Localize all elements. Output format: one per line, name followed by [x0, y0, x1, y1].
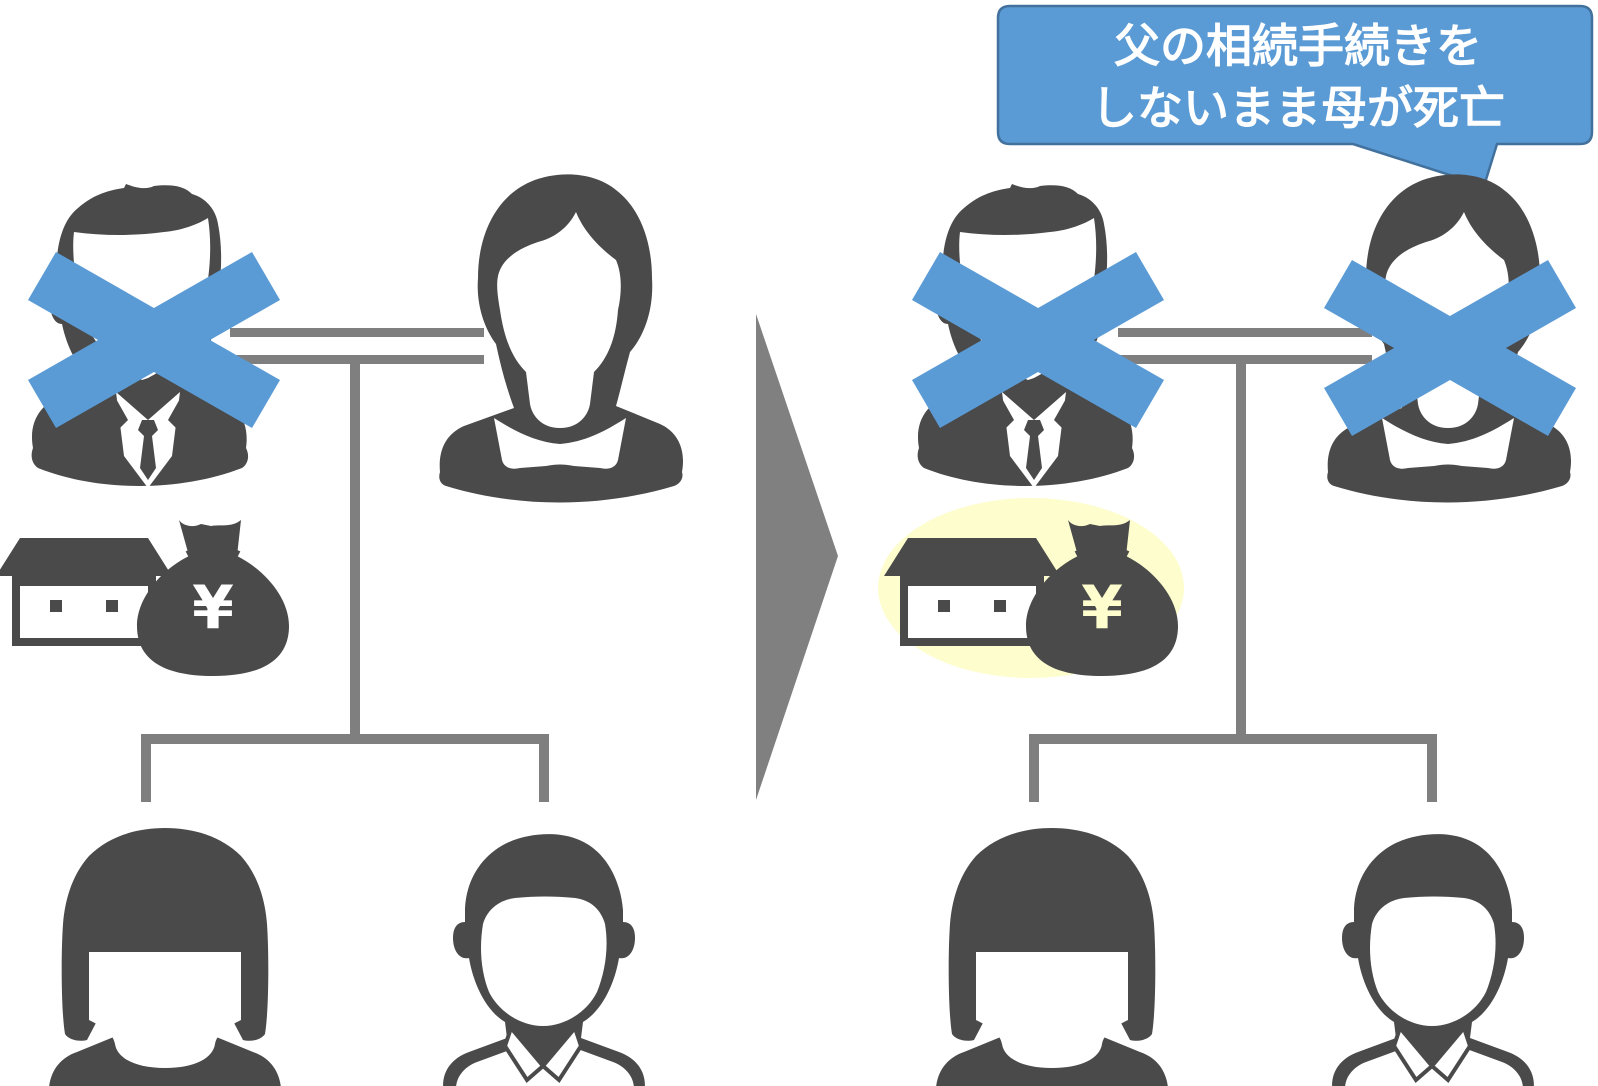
- mother-icon: [439, 174, 684, 503]
- scene-after: ¥: [878, 174, 1576, 1086]
- marriage-line: [230, 355, 484, 364]
- scene-before: ¥: [0, 174, 684, 1086]
- deceased-cross-icon: [28, 252, 280, 428]
- daughter-icon: [48, 828, 282, 1086]
- marriage-line: [1118, 355, 1372, 364]
- family-line: [141, 734, 151, 802]
- family-line: [141, 734, 549, 744]
- marriage-line: [230, 328, 484, 337]
- deceased-cross-icon: [912, 252, 1164, 428]
- son-icon: [1330, 832, 1536, 1086]
- son-icon: [441, 832, 647, 1086]
- family-line: [539, 734, 549, 802]
- family-line: [1029, 734, 1437, 744]
- daughter-icon: [935, 828, 1169, 1086]
- marriage-line: [1118, 328, 1372, 337]
- transition-arrow-icon: [756, 314, 838, 800]
- callout-line-1: 父の相続手続きを: [1114, 19, 1482, 73]
- yen-symbol: ¥: [1081, 573, 1123, 643]
- callout-line-2: しないまま母が死亡: [1091, 81, 1505, 135]
- family-line: [1236, 364, 1246, 738]
- family-line: [1029, 734, 1039, 802]
- yen-symbol: ¥: [192, 573, 234, 643]
- callout-bubble: 父の相続手続きを しないまま母が死亡: [996, 4, 1594, 188]
- family-line: [1427, 734, 1437, 802]
- deceased-cross-icon: [1324, 260, 1576, 436]
- family-line: [350, 364, 360, 738]
